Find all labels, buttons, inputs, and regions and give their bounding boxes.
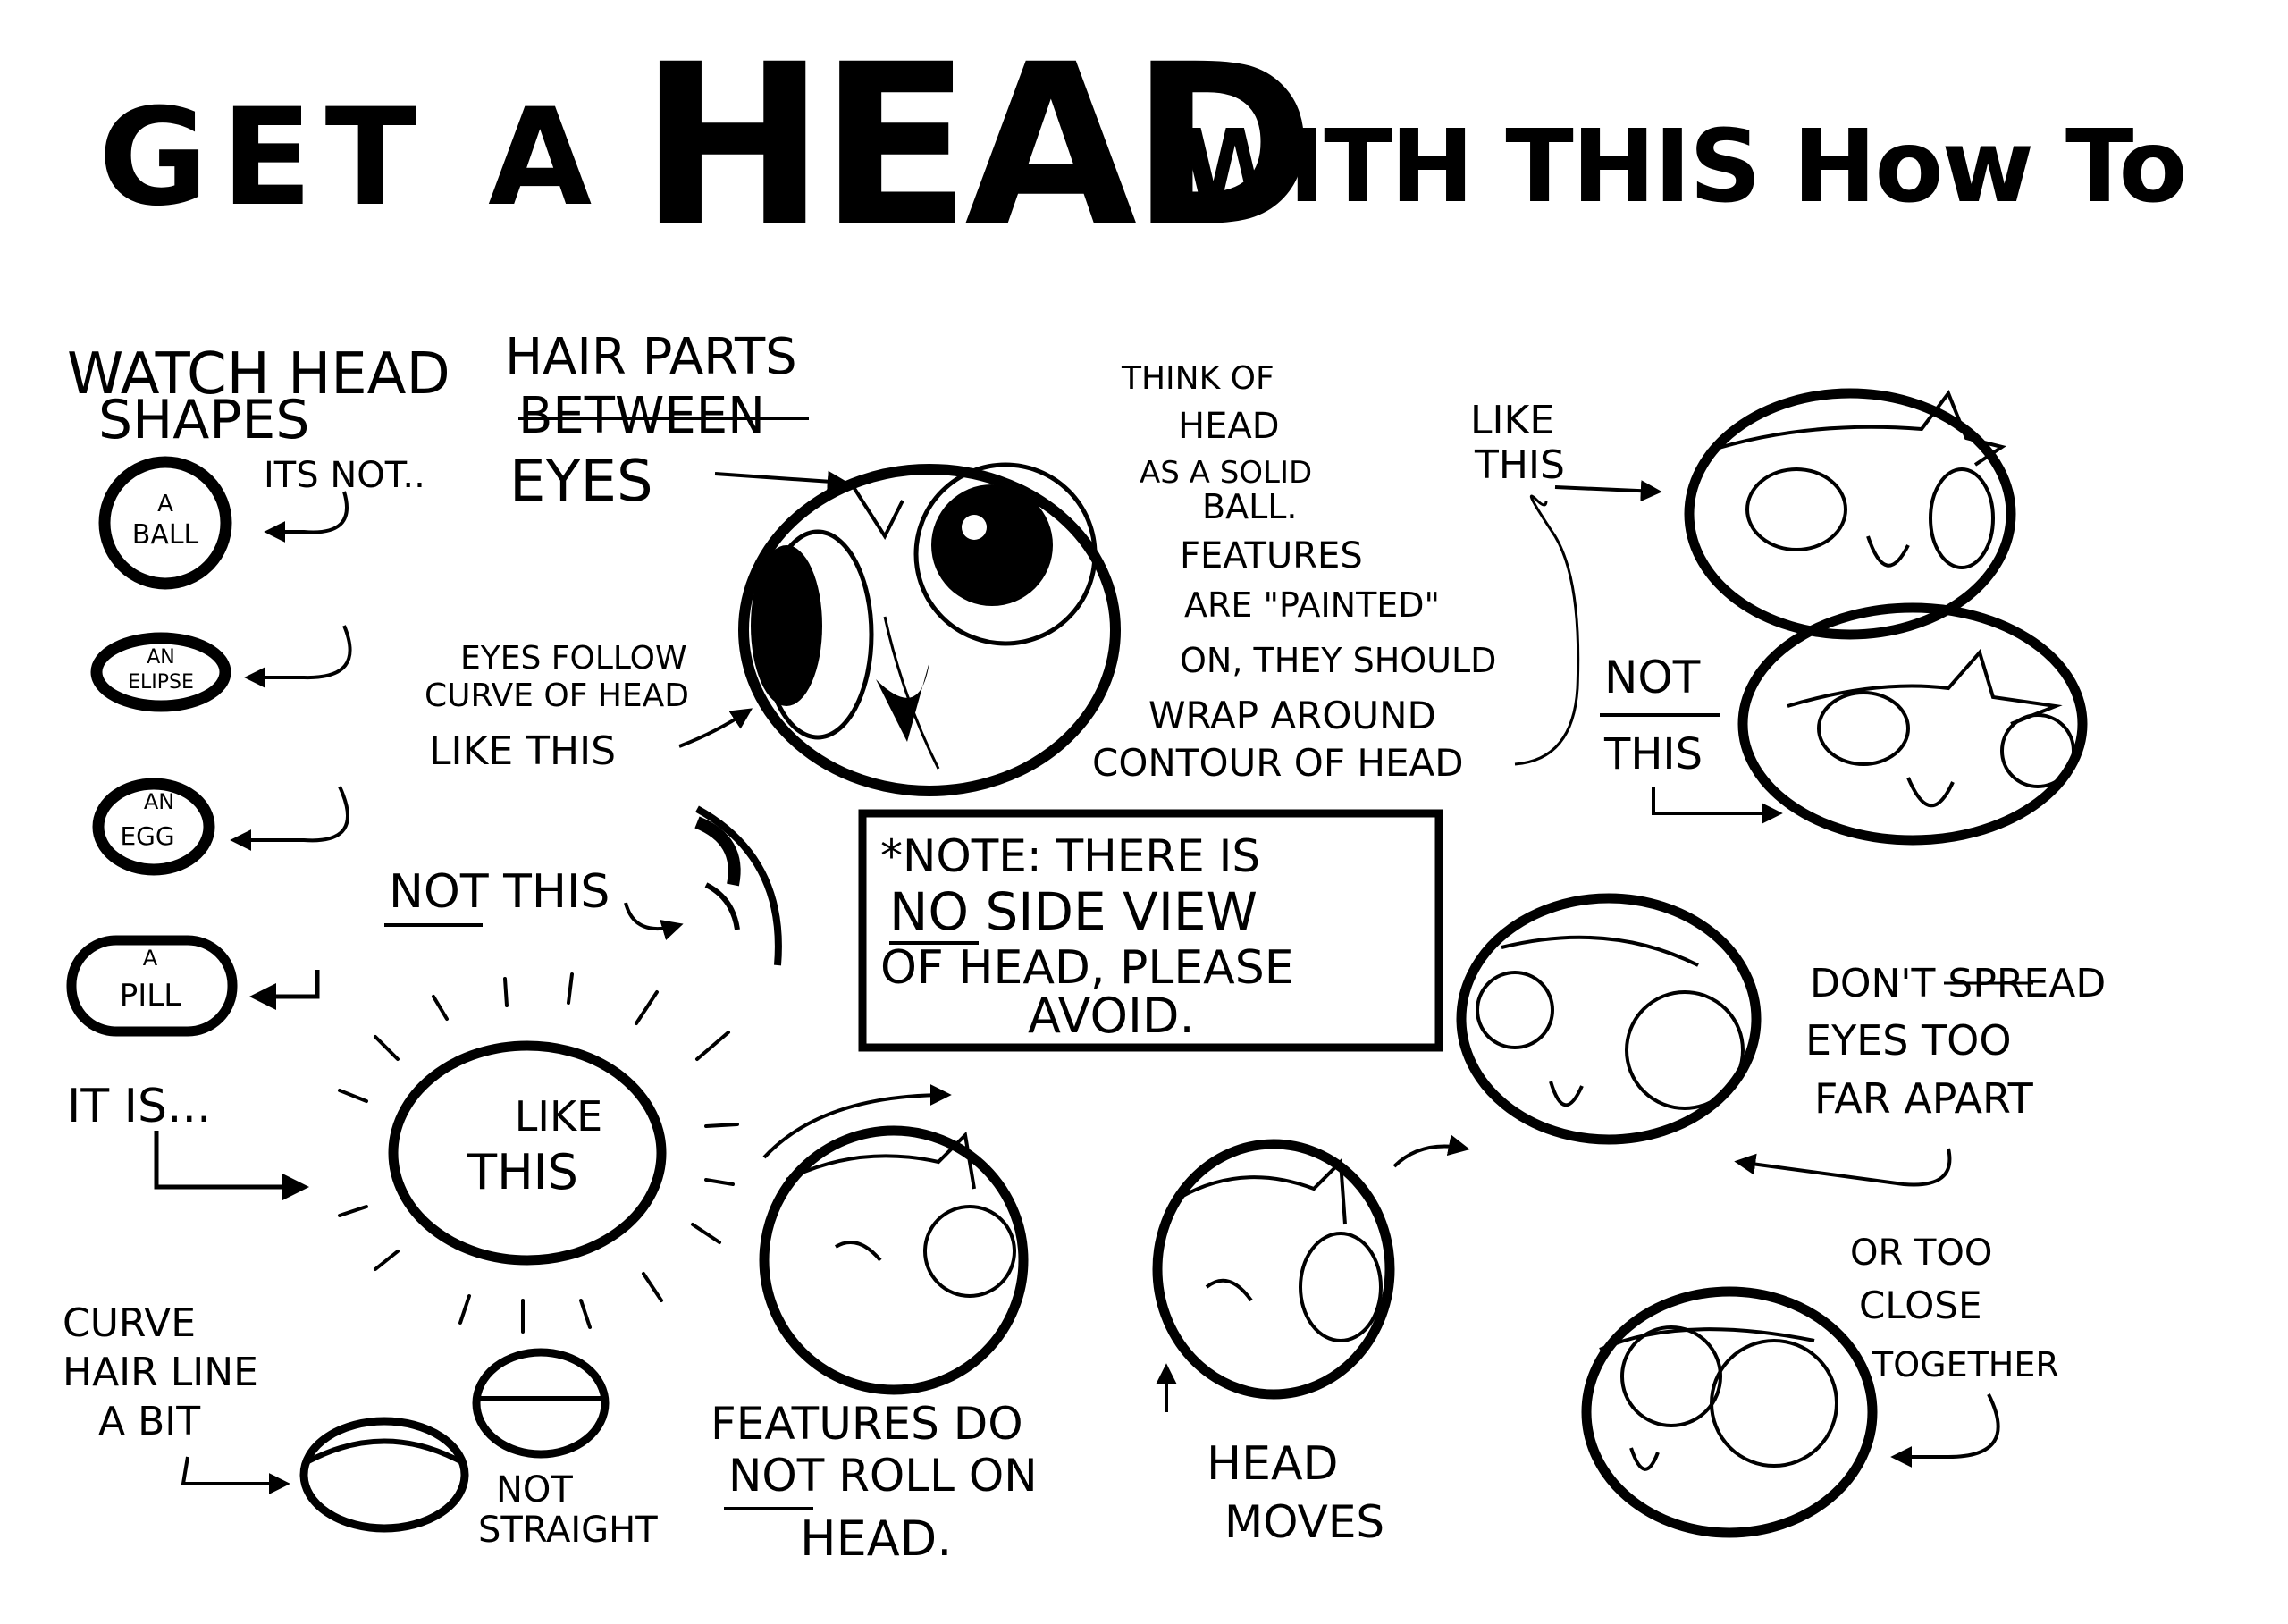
- eyes-follow-line2: CURVE OF HEAD: [425, 677, 689, 714]
- title-with-this-how-to: WITH THIS How To: [1180, 109, 2185, 225]
- head-moves-line2: MOVES: [1224, 1496, 1384, 1548]
- it-is-label: IT IS...: [67, 1080, 212, 1133]
- think-line2: HEAD: [1178, 406, 1280, 447]
- features-roll-line3: HEAD.: [800, 1510, 952, 1567]
- think-line7: ON, THEY SHOULD: [1180, 641, 1496, 680]
- side-not-this-label: NOT THIS: [389, 865, 610, 919]
- think-line8: WRAP AROUND: [1148, 694, 1436, 737]
- note-line4: AVOID.: [1028, 988, 1195, 1044]
- its-not-label: ITS NOT..: [264, 455, 425, 496]
- compare-like-line1: LIKE: [1470, 398, 1554, 443]
- think-line3: AS A SOLID: [1140, 455, 1312, 491]
- head-moves-line1: HEAD: [1207, 1437, 1339, 1491]
- think-line4: BALL.: [1202, 487, 1298, 526]
- eyes-follow-line1: EYES FOLLOW: [460, 640, 687, 677]
- think-line5: FEATURES: [1180, 535, 1363, 576]
- note-line3: OF HEAD, PLEASE: [880, 941, 1294, 995]
- features-roll-line2: NOT ROLL ON: [728, 1450, 1038, 1502]
- note-line1: *NOTE: THERE IS: [880, 830, 1260, 882]
- egg-label-line2: EGG: [120, 821, 174, 851]
- like-this-circle-line2: THIS: [467, 1144, 578, 1200]
- compare-like-line2: THIS: [1474, 442, 1565, 488]
- ball-label-line1: A: [157, 491, 173, 517]
- like-this-circle-line1: LIKE: [515, 1092, 602, 1140]
- watch-head-heading-line2: SHAPES: [98, 389, 309, 451]
- compare-not-line2: THIS: [1603, 729, 1703, 779]
- pill-label-line1: A: [143, 946, 158, 971]
- ellipse-label-line1: AN: [147, 646, 175, 669]
- curve-hairline-line3: A BIT: [98, 1399, 200, 1444]
- think-line9: CONTOUR OF HEAD: [1092, 741, 1464, 785]
- front-head-right-highlight: [962, 515, 987, 540]
- eyes-follow-line3: LIKE THIS: [429, 728, 616, 774]
- close-line3: TOGETHER: [1872, 1345, 2059, 1384]
- spread-line2: EYES TOO: [1805, 1016, 2012, 1064]
- hair-parts-line1: HAIR PARTS: [505, 328, 797, 386]
- not-straight-line1: NOT: [496, 1469, 573, 1510]
- compare-not-line1: NOT: [1604, 652, 1701, 703]
- spread-line3: FAR APART: [1814, 1074, 2034, 1123]
- hair-parts-line2: BETWEEN: [518, 387, 765, 445]
- front-head-right-pupil: [931, 484, 1053, 606]
- egg-label-line1: AN: [144, 789, 174, 814]
- think-line6: ARE "PAINTED": [1184, 585, 1440, 625]
- note-line2: NO SIDE VIEW: [889, 881, 1258, 942]
- title-get-a: GET A: [98, 80, 604, 236]
- not-straight-line2: STRAIGHT: [478, 1510, 658, 1551]
- features-roll-line1: FEATURES DO: [711, 1398, 1023, 1450]
- close-line2: CLOSE: [1859, 1283, 1981, 1327]
- hair-parts-line3: EYES: [509, 449, 653, 515]
- curve-hairline-line1: CURVE: [63, 1300, 196, 1346]
- curve-hairline-line2: HAIR LINE: [63, 1350, 258, 1395]
- ball-label-line2: BALL: [132, 519, 199, 551]
- pill-label-line2: PILL: [120, 978, 181, 1014]
- ellipse-label-line2: ELIPSE: [128, 671, 194, 694]
- think-line1: THINK OF: [1121, 360, 1274, 397]
- close-line1: OR TOO: [1850, 1233, 1992, 1274]
- front-head-left-pupil: [751, 545, 822, 706]
